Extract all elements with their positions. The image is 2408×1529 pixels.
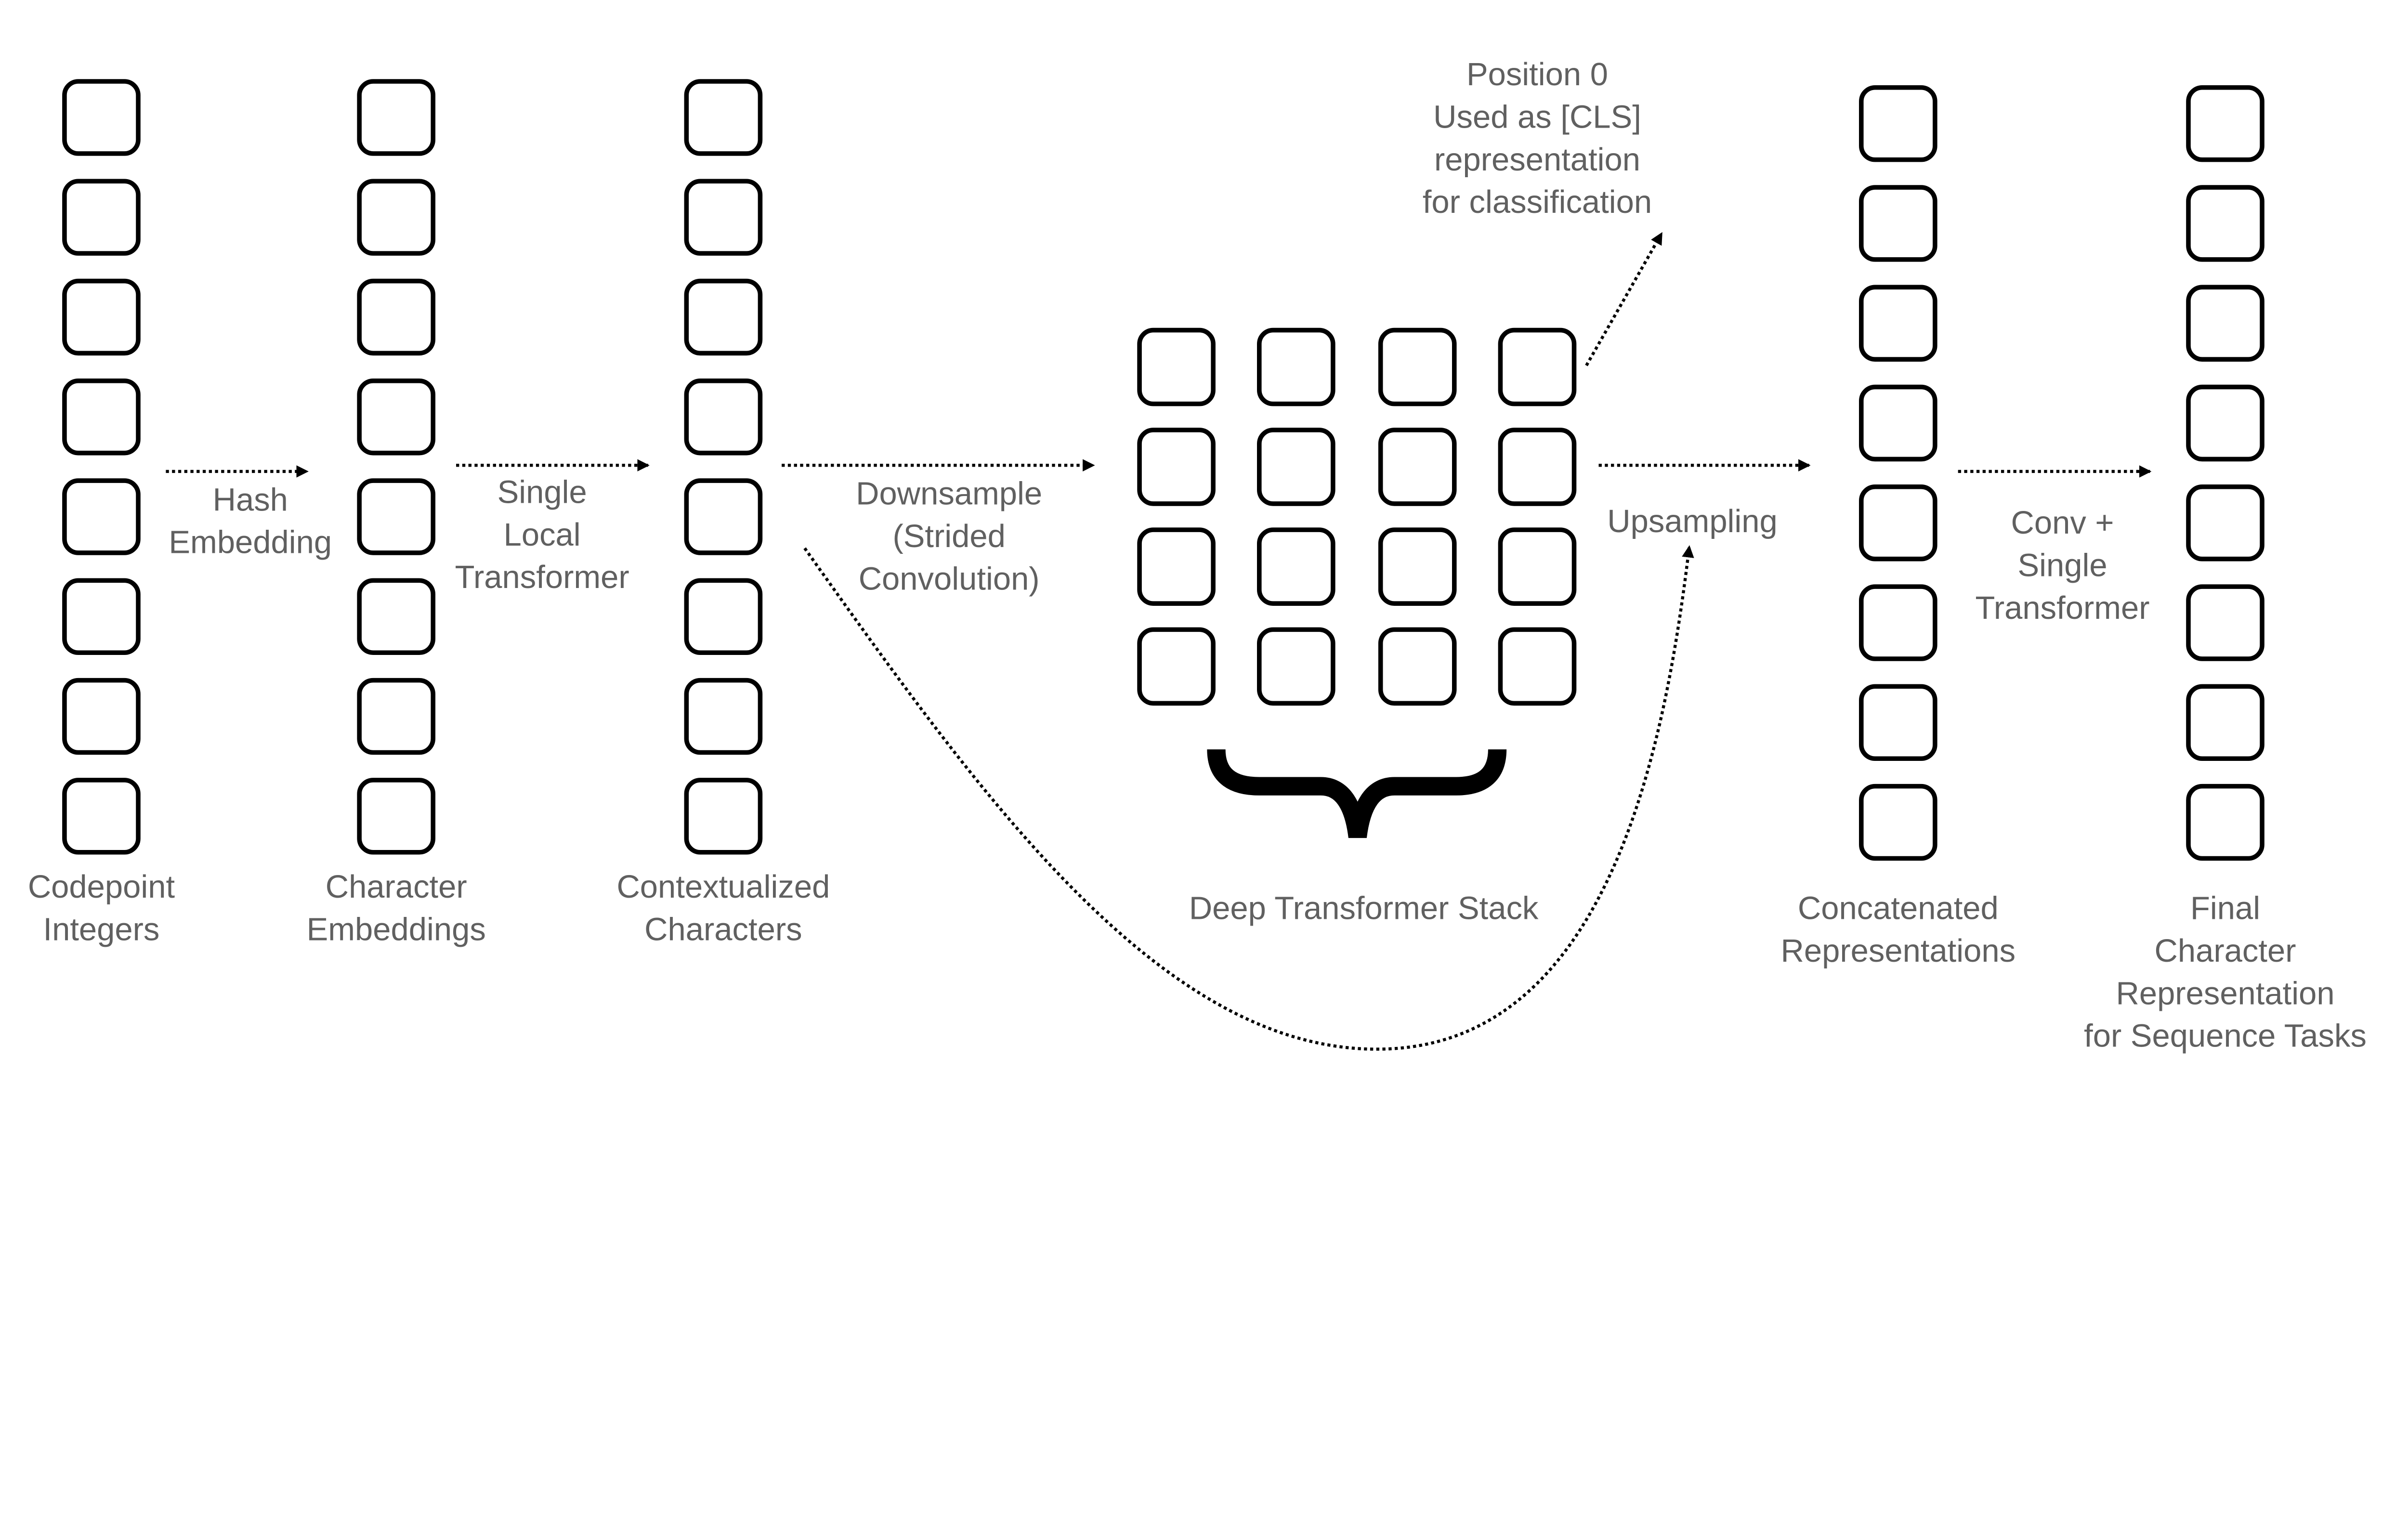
canine-architecture-diagram: HashEmbeddingSingleLocalTransformerDowns… bbox=[28, 56, 2367, 1054]
final-representation-label: for Sequence Tasks bbox=[2084, 1018, 2367, 1054]
conv-single-transformer-label: Single bbox=[2017, 548, 2107, 584]
deep-stack-box bbox=[1378, 627, 1457, 706]
position0-label: representation bbox=[1434, 142, 1640, 178]
contextualized-box bbox=[684, 179, 763, 256]
codepoint-box bbox=[62, 278, 141, 356]
character-embedding-box bbox=[357, 379, 436, 456]
deep-stack-box bbox=[1257, 327, 1335, 406]
contextualized-characters-label: Contextualized bbox=[616, 869, 830, 905]
position0-label: Used as [CLS] bbox=[1433, 99, 1641, 135]
final-representation-label: Final bbox=[2190, 890, 2260, 927]
concatenated-box bbox=[1859, 584, 1937, 661]
position0-label: Position 0 bbox=[1466, 56, 1608, 92]
character-embedding-box bbox=[357, 278, 436, 356]
contextualized-characters-label: Characters bbox=[644, 911, 802, 947]
deep-stack-box bbox=[1498, 327, 1577, 406]
concatenated-representations-label: Concatenated bbox=[1798, 890, 1999, 927]
deep-stack-box bbox=[1378, 428, 1457, 506]
concatenated-representations-label: Representations bbox=[1781, 933, 2016, 969]
codepoint-box bbox=[62, 678, 141, 755]
character-embeddings-label: Embeddings bbox=[307, 911, 486, 947]
deep-stack-box bbox=[1257, 428, 1335, 506]
conv-single-transformer-label: Conv + bbox=[2011, 505, 2114, 541]
downsample-label: Downsample bbox=[856, 476, 1042, 512]
final-box bbox=[2186, 584, 2264, 661]
downsample-label: (Strided bbox=[892, 518, 1005, 554]
character-embedding-box bbox=[357, 478, 436, 555]
character-embeddings-label: Character bbox=[326, 869, 467, 905]
final-representation-label: Representation bbox=[2116, 975, 2334, 1011]
character-embedding-box bbox=[357, 678, 436, 755]
contextualized-box bbox=[684, 379, 763, 456]
codepoint-integers-label: Integers bbox=[43, 911, 159, 947]
character-embedding-box bbox=[357, 79, 436, 156]
deep-stack-box bbox=[1498, 527, 1577, 606]
concatenated-box bbox=[1859, 784, 1937, 861]
cls-arrow bbox=[1585, 232, 1663, 366]
deep-transformer-stack-label: Deep Transformer Stack bbox=[1189, 890, 1539, 927]
deep-stack-box bbox=[1137, 327, 1216, 406]
concatenated-box bbox=[1859, 85, 1937, 162]
hash-embedding-label: Embedding bbox=[169, 524, 332, 561]
curly-brace bbox=[1207, 749, 1507, 838]
concatenated-box bbox=[1859, 185, 1937, 262]
deep-stack-box bbox=[1137, 627, 1216, 706]
contextualized-box bbox=[684, 79, 763, 156]
codepoint-integers-label: Codepoint bbox=[28, 869, 175, 905]
single-local-transformer-label: Transformer bbox=[455, 559, 629, 595]
codepoint-box bbox=[62, 578, 141, 655]
deep-stack-box bbox=[1257, 627, 1335, 706]
position0-label: for classification bbox=[1423, 184, 1652, 220]
concatenated-box bbox=[1859, 484, 1937, 562]
character-embedding-box bbox=[357, 778, 436, 855]
deep-stack-box bbox=[1498, 428, 1577, 506]
character-embedding-box bbox=[357, 179, 436, 256]
deep-stack-box bbox=[1378, 327, 1457, 406]
final-box bbox=[2186, 684, 2264, 761]
single-local-transformer-label: Single bbox=[497, 474, 587, 510]
upsampling-label: Upsampling bbox=[1607, 503, 1778, 539]
final-box bbox=[2186, 285, 2264, 362]
final-box bbox=[2186, 484, 2264, 562]
codepoint-box bbox=[62, 478, 141, 555]
contextualized-box bbox=[684, 678, 763, 755]
codepoint-box bbox=[62, 179, 141, 256]
codepoint-box bbox=[62, 79, 141, 156]
contextualized-box bbox=[684, 478, 763, 555]
final-box bbox=[2186, 384, 2264, 462]
contextualized-box bbox=[684, 578, 763, 655]
deep-stack-box bbox=[1257, 527, 1335, 606]
final-representation-label: Character bbox=[2155, 933, 2296, 969]
deep-stack-box bbox=[1137, 527, 1216, 606]
deep-stack-box bbox=[1378, 527, 1457, 606]
contextualized-box bbox=[684, 278, 763, 356]
hash-embedding-label: Hash bbox=[213, 482, 288, 518]
residual-skip-arrow bbox=[803, 545, 1694, 1051]
deep-stack-box bbox=[1498, 627, 1577, 706]
contextualized-box bbox=[684, 778, 763, 855]
concatenated-box bbox=[1859, 285, 1937, 362]
final-box bbox=[2186, 784, 2264, 861]
character-embedding-box bbox=[357, 578, 436, 655]
concatenated-box bbox=[1859, 684, 1937, 761]
downsample-label: Convolution) bbox=[859, 561, 1040, 597]
final-box bbox=[2186, 85, 2264, 162]
deep-stack-box bbox=[1137, 428, 1216, 506]
concatenated-box bbox=[1859, 384, 1937, 462]
codepoint-box bbox=[62, 778, 141, 855]
single-local-transformer-label: Local bbox=[504, 517, 581, 553]
final-box bbox=[2186, 185, 2264, 262]
conv-single-transformer-label: Transformer bbox=[1975, 590, 2149, 626]
codepoint-box bbox=[62, 379, 141, 456]
